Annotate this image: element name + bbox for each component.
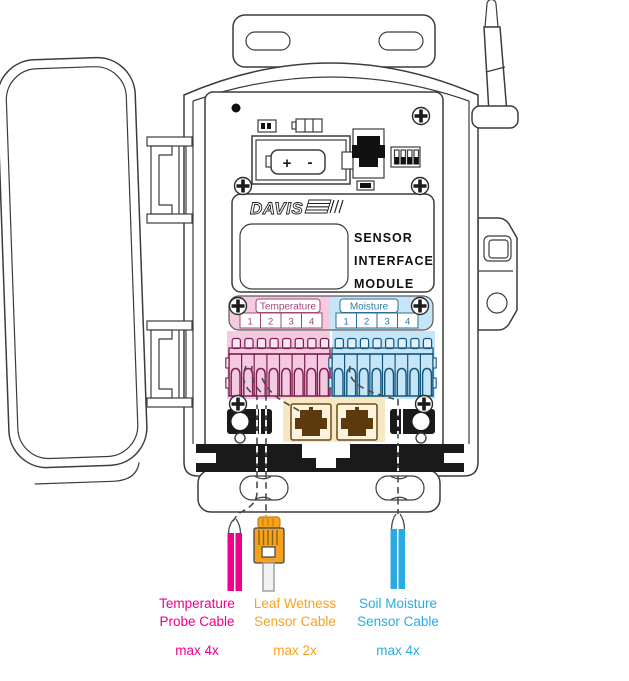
svg-text:1: 1 [344,317,349,328]
status-led [231,103,241,113]
side-latch-bracket [477,217,518,331]
temperature-probe-cable [227,518,242,591]
leaf-wetness-label-line2: Sensor Cable [254,614,336,629]
cable-clamp-right [390,409,435,444]
svg-text:2: 2 [364,317,369,328]
keyhole-slot [239,475,289,501]
rj11-ports-panel [283,398,385,442]
aux-connector [356,180,375,191]
rj-jack-module [352,128,385,179]
keyhole-slot [375,475,425,501]
mounting-bracket-top [232,14,436,68]
cable-routes [232,365,399,522]
temperature-port-numbers: 1 2 3 4 [239,312,323,329]
svg-text:3: 3 [385,317,390,328]
keyhole-slot [245,31,291,51]
terminal-block-temperature [225,331,334,399]
soil-moisture-cable [390,513,406,589]
battery [270,149,326,175]
leaf-wetness-max: max 2x [273,643,317,658]
davis-flag-icon [304,199,344,214]
door [0,56,148,485]
module-plate: DAVIS SENSOR INTERFACE MODULE [231,193,435,293]
davis-logo-text: DAVIS [250,199,303,218]
davis-logo: DAVIS [250,199,344,218]
soil-moisture-label-line2: Sensor Cable [357,614,439,629]
soil-moisture-max: max 4x [376,643,420,658]
moisture-port-numbers: 1 2 3 4 [335,312,419,329]
keyhole-slot [378,31,424,51]
temperature-group-label: Temperature [260,302,317,313]
battery-plus: + [283,155,292,172]
terminal-block-moisture [328,331,437,399]
battery-holder: + - [251,135,355,185]
sensor-band: Temperature 1 2 3 4 Moisture 1 2 3 4 [228,295,434,331]
dip-switch [390,146,421,168]
antenna-bracket [471,105,519,129]
bottom-mounting-plate [197,469,441,513]
hinge-top [146,136,193,224]
svg-text:4: 4 [309,317,314,328]
svg-text:2: 2 [268,317,273,328]
temperature-cable-label-line2: Probe Cable [159,614,234,629]
leaf-wetness-label-line1: Leaf Wetness [254,596,337,611]
temperature-cable-label-line1: Temperature [159,596,235,611]
module-label-line2: INTERFACE [354,254,434,268]
connector-2pin-icon [257,119,277,133]
soil-moisture-label-line1: Soil Moisture [359,596,437,611]
module-label-line1: SENSOR [354,231,413,245]
module-label-line3: MODULE [354,277,414,291]
label-window [239,223,349,290]
hinge-bottom [146,320,193,408]
latch-hole [486,292,508,314]
moisture-group-label: Moisture [350,302,389,313]
antenna [471,0,519,129]
battery-symbol-icon [291,118,323,133]
bottom-cable-entry-strip [196,444,464,472]
leaf-wetness-plug [253,516,285,592]
svg-text:1: 1 [248,317,253,328]
svg-text:4: 4 [405,317,410,328]
svg-text:3: 3 [289,317,294,328]
cable-clamp-left [227,409,272,444]
cable-labels: Temperature Probe Cable max 4x Leaf Wetn… [159,596,439,658]
battery-minus: - [308,154,313,171]
temperature-cable-max: max 4x [175,643,219,658]
